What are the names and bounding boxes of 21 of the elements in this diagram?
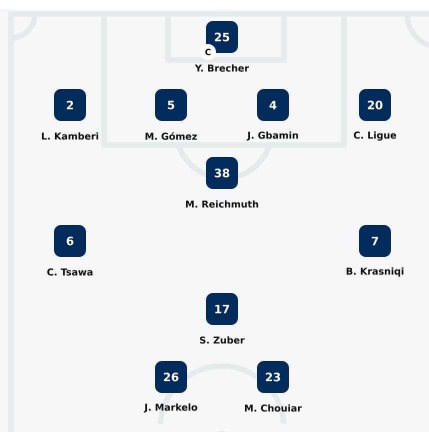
- number-badge: 26: [155, 361, 187, 393]
- player-name: L. Kamberi: [42, 132, 98, 140]
- player-name: J. Markelo: [144, 403, 198, 413]
- player-name: C. Tsawa: [47, 268, 92, 276]
- number-badge: 4: [257, 89, 289, 121]
- player-name: S. Zuber: [200, 336, 245, 344]
- number-badge: 17: [206, 293, 238, 325]
- number-badge: 38: [206, 157, 238, 189]
- player-name: B. Krasniqi: [346, 267, 404, 277]
- number-badge: 23: [257, 361, 289, 393]
- number-badge: 5: [155, 89, 187, 121]
- number-badge: 7: [359, 225, 391, 257]
- player-name: M. Chouiar: [245, 404, 302, 412]
- player-name: C. Ligue: [354, 131, 396, 141]
- number-badge: 6: [54, 225, 86, 257]
- player-name: Y. Brecher: [194, 64, 249, 72]
- player-name: J. Gbamin: [246, 131, 298, 141]
- number-badge: 2: [54, 89, 86, 121]
- number-badge: 20: [359, 89, 391, 121]
- player-name: M. Gómez: [146, 132, 197, 140]
- player-name: M. Reichmuth: [186, 200, 258, 208]
